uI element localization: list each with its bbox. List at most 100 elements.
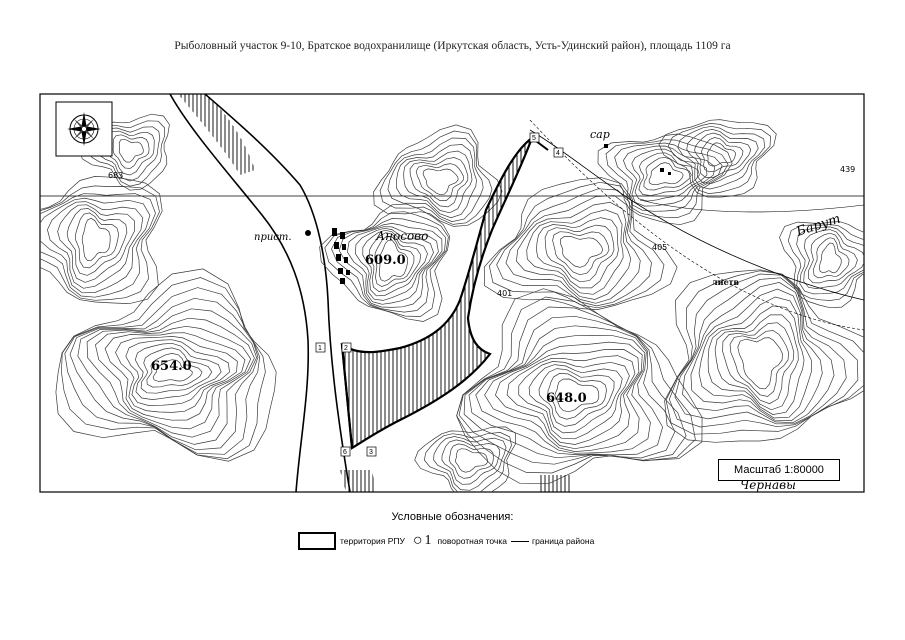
contour-line xyxy=(818,242,842,274)
contour-line xyxy=(468,325,663,456)
contour-lines xyxy=(40,113,864,492)
turning-point-marker xyxy=(340,446,351,457)
contour-line xyxy=(638,152,700,196)
contour-line xyxy=(415,163,464,201)
road xyxy=(529,119,864,331)
contour-line xyxy=(526,209,624,295)
legend-territory-swatch xyxy=(298,532,336,550)
rpu-territory xyxy=(340,135,535,450)
contour-line xyxy=(40,197,151,294)
contour-line xyxy=(373,124,503,227)
contour-line xyxy=(423,432,512,492)
contour-line xyxy=(403,150,473,214)
contour-line xyxy=(677,125,766,190)
contour-line xyxy=(475,335,651,454)
contour-line xyxy=(547,373,607,420)
contour-line xyxy=(414,426,516,492)
contour-line xyxy=(57,204,135,283)
contour-line xyxy=(146,353,203,388)
bank-shading-2 xyxy=(340,470,376,492)
contour-line xyxy=(66,208,128,276)
contour-label: 683 xyxy=(108,171,123,180)
contour-line xyxy=(714,314,799,411)
contour-line xyxy=(808,232,858,284)
elevation-label: 648.0 xyxy=(546,391,587,406)
contour-line xyxy=(140,347,213,394)
contour-line xyxy=(631,148,708,202)
contour-line xyxy=(355,227,434,301)
contour-line xyxy=(81,217,111,261)
contour-line xyxy=(441,439,501,485)
contour-line xyxy=(722,322,795,405)
contour-line xyxy=(396,144,477,219)
contour-line xyxy=(694,132,752,178)
contour-line xyxy=(324,211,449,317)
contour-line xyxy=(387,137,484,222)
contour-line xyxy=(77,308,257,445)
legend-boundary-label: граница района xyxy=(531,536,595,546)
contour-label: 439 xyxy=(840,165,855,174)
turning-point-circle-icon: ○ xyxy=(412,532,423,549)
contour-line xyxy=(368,232,422,292)
contour-line xyxy=(362,229,428,297)
map-frame xyxy=(39,93,865,493)
contour-label: 401 xyxy=(497,289,512,298)
contour-line xyxy=(707,305,805,415)
contour-line xyxy=(69,297,259,451)
bank-shading-3 xyxy=(540,475,570,492)
contour-line xyxy=(623,145,716,207)
contour-line xyxy=(528,364,623,434)
place-label: Аносово xyxy=(375,229,428,243)
contour-line xyxy=(698,296,812,419)
contour-line xyxy=(40,185,160,301)
turning-point-marker xyxy=(366,446,377,457)
reservoir-bank-right xyxy=(204,94,351,492)
contour-line xyxy=(134,342,222,400)
turning-point-marker xyxy=(553,147,564,158)
contour-line xyxy=(643,156,692,191)
legend-territory-label: территория РПУ xyxy=(340,536,405,546)
contour-line xyxy=(409,157,469,208)
turning-point-marker xyxy=(315,342,326,353)
contour-line xyxy=(605,139,729,218)
contour-line xyxy=(560,235,604,268)
legend-boundary-line xyxy=(510,540,529,542)
contour-line xyxy=(803,229,864,289)
contour-line xyxy=(152,359,193,382)
contour-line xyxy=(374,235,415,287)
contour-line xyxy=(455,448,488,473)
contour-line xyxy=(518,361,630,440)
contour-line xyxy=(483,177,678,310)
contour-line xyxy=(64,287,261,455)
place-label: Чернавы xyxy=(740,478,796,492)
contour-line xyxy=(667,123,771,194)
legend-point-label: поворотная точка xyxy=(437,536,507,546)
contour-line xyxy=(347,226,439,305)
contour-line xyxy=(648,162,684,186)
contour-line xyxy=(115,336,238,413)
legend-title: Условные обозначения: xyxy=(391,511,514,523)
contour-line xyxy=(378,239,409,282)
turning-point-label: 3 xyxy=(369,449,373,456)
contour-line xyxy=(484,341,643,452)
contour-line xyxy=(95,325,252,430)
contour-line xyxy=(456,288,703,485)
contour-line xyxy=(707,142,736,167)
contour-label: 405 xyxy=(652,243,667,252)
contour-line xyxy=(658,119,777,198)
contour-line xyxy=(536,217,619,289)
contour-line xyxy=(665,270,864,435)
contour-line xyxy=(614,142,723,212)
contour-line xyxy=(433,436,507,491)
contour-line xyxy=(319,203,451,322)
turning-point-label: 4 xyxy=(556,150,560,157)
place-label: прист. xyxy=(254,232,292,243)
turning-point-label: 2 xyxy=(344,345,348,352)
contour-line xyxy=(690,288,823,421)
contour-line xyxy=(813,237,850,279)
contour-line xyxy=(422,168,459,196)
contour-line xyxy=(538,368,615,427)
legend: территория РПУ ○ 1 поворотная точка гран… xyxy=(298,530,594,552)
map-scale: Масштаб 1:80000 xyxy=(718,459,840,481)
